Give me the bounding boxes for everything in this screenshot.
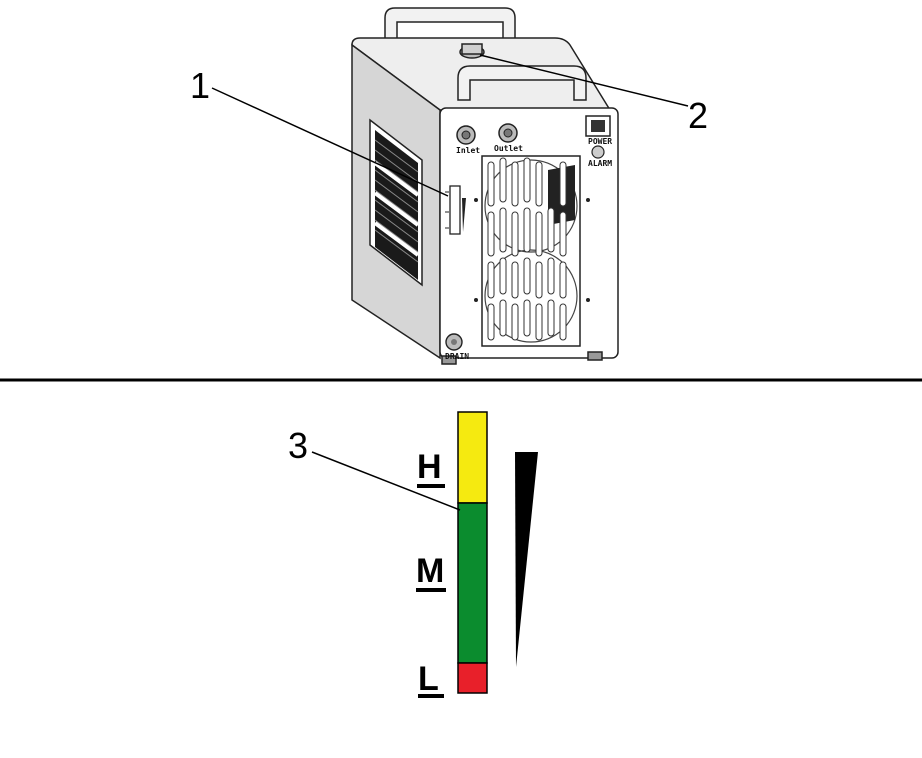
callout-2-leader xyxy=(479,54,689,107)
inlet-connector xyxy=(456,125,476,145)
drain-label: DRAIN xyxy=(445,352,469,361)
drain-plug xyxy=(445,333,463,351)
foot-front-left xyxy=(441,355,457,365)
callout-1-number: 1 xyxy=(190,65,210,106)
rear-handle xyxy=(384,7,516,43)
level-label-mid: M xyxy=(416,552,444,590)
power-socket xyxy=(585,115,611,137)
alarm-label: ALARM xyxy=(588,159,612,168)
front-grille xyxy=(474,155,590,347)
alarm-connector xyxy=(591,145,605,159)
level-zone-low xyxy=(457,662,488,694)
callout-3-leader xyxy=(311,451,461,511)
inlet-label: Inlet xyxy=(456,146,480,155)
level-label-low: L xyxy=(418,660,439,698)
foot-front-right xyxy=(587,351,603,361)
level-label-high-underline xyxy=(417,484,445,488)
callout-2-number: 2 xyxy=(688,95,708,136)
front-level-gauge xyxy=(445,185,466,235)
front-handle xyxy=(457,65,587,101)
level-zone-mid xyxy=(457,502,488,664)
callout-1-leader xyxy=(211,87,449,197)
outlet-connector xyxy=(498,123,518,143)
level-zone-high xyxy=(457,411,488,504)
level-pointer-wedge xyxy=(515,452,538,667)
fill-cap-body xyxy=(461,43,483,55)
level-label-low-underline xyxy=(418,694,444,698)
level-label-high: H xyxy=(417,448,442,486)
power-label: POWER xyxy=(588,137,612,146)
level-label-mid-underline xyxy=(416,588,446,592)
level-gauge-detail: H M L xyxy=(416,411,538,698)
callout-3-number: 3 xyxy=(288,425,308,466)
outlet-label: Outlet xyxy=(494,144,523,153)
